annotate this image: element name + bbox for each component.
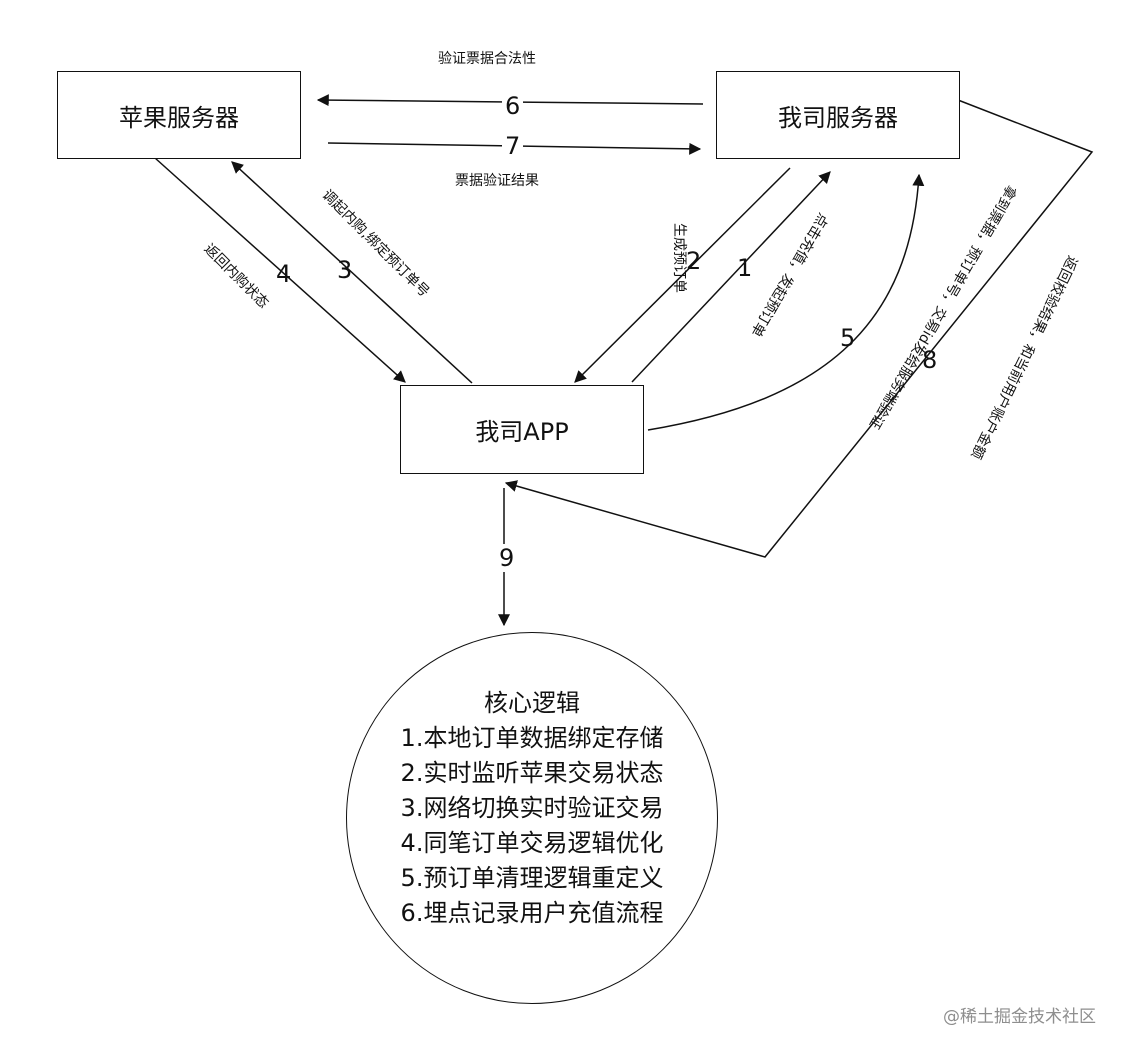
edge-6-number: 6 [502,94,524,118]
our-app-node: 我司APP [400,385,644,474]
arrow-4 [154,157,406,383]
core-logic-item: 4.同笔订单交易逻辑优化 [400,829,664,857]
core-logic-item: 3.网络切换实时验证交易 [400,794,664,822]
edge-7-label: 票据验证结果 [455,173,539,189]
edge-7-number: 7 [502,134,524,158]
watermark: @稀土掘金技术社区 [943,1007,1096,1027]
core-logic-title: 核心逻辑 [484,689,580,717]
edge-9-number: 9 [496,544,518,572]
core-logic-item: 2.实时监听苹果交易状态 [400,759,664,787]
arrow-3 [231,161,473,384]
edge-4-number: 4 [276,260,292,288]
arrow-2 [574,167,791,383]
edge-5-number: 5 [840,324,856,352]
edge-2-label: 生成预订单 [671,223,687,293]
edge-6-label: 验证票据合法性 [438,51,536,67]
apple-server-node: 苹果服务器 [57,71,301,159]
edge-3-number: 3 [337,256,353,284]
edge-2-number: 2 [686,247,702,275]
arrow-1 [631,171,831,383]
edge-1-number: 1 [737,254,753,282]
core-logic-item: 5.预订单清理逻辑重定义 [400,864,664,892]
edge-8-number: 8 [922,346,938,374]
core-logic-item: 6.埋点记录用户充值流程 [400,899,664,927]
our-server-node: 我司服务器 [716,71,960,159]
arrow-5 [647,173,925,431]
core-logic-circle [346,632,718,1004]
core-logic-item: 1.本地订单数据绑定存储 [400,724,664,752]
arrow-8 [504,99,1094,558]
core-logic-text: 核心逻辑 1.本地订单数据绑定存储 2.实时监听苹果交易状态 3.网络切换实时验… [346,686,718,931]
